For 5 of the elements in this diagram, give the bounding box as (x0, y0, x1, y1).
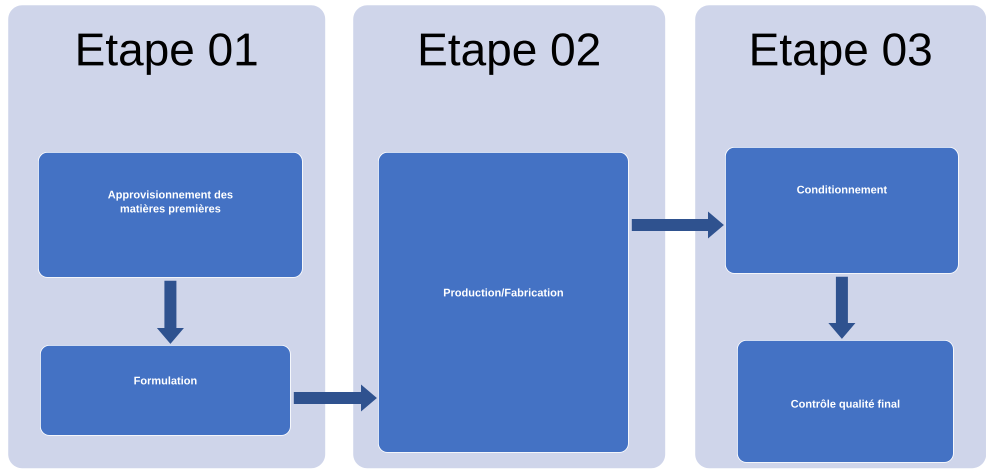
process-box: Production/Fabrication (378, 152, 629, 453)
process-box: Conditionnement (725, 147, 959, 274)
process-box: Formulation (40, 345, 291, 436)
process-box: Approvisionnement des matières premières (38, 152, 303, 278)
process-box: Contrôle qualité final (737, 340, 954, 463)
